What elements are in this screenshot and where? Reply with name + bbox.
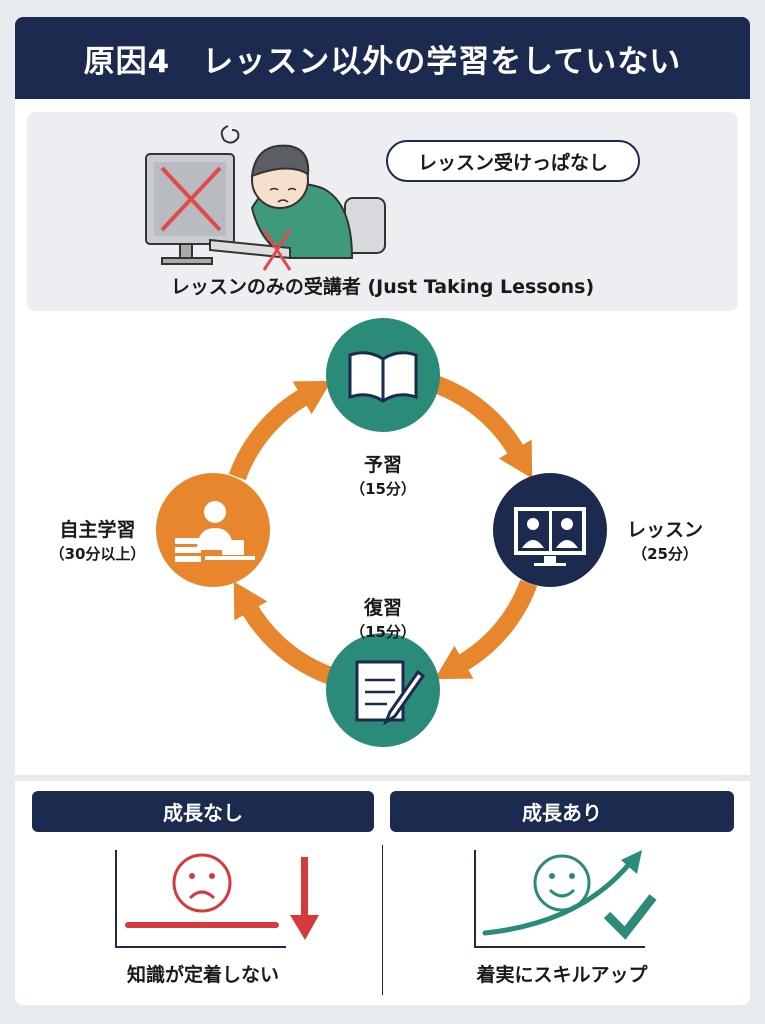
page-title: 原因4 レッスン以外の学習をしていない (15, 17, 750, 99)
frustrated-learner-illustration (145, 125, 386, 271)
divider (382, 845, 383, 995)
smile-face-icon (533, 854, 591, 912)
person (250, 144, 354, 259)
cycle-arrow-4 (228, 380, 332, 481)
cycle-arrow-3 (233, 581, 334, 685)
cycle-arrow-2 (434, 579, 538, 680)
step-review: 復習 （15分） (313, 596, 453, 644)
step-time: （25分） (632, 545, 698, 563)
sad-face-icon (172, 853, 232, 913)
step-preview: 予習 （15分） (313, 453, 453, 501)
step-time: （15分） (350, 480, 416, 498)
person-laptop-books-icon (156, 473, 270, 587)
no-growth-caption: 知識が定着しない (126, 964, 279, 986)
step-lesson: レッスン （25分） (605, 518, 725, 566)
scene-caption: レッスンのみの受講者 (Just Taking Lessons) (170, 276, 595, 298)
no-growth-graphic (115, 850, 319, 948)
monitor-icon (145, 153, 235, 265)
video-call-monitor-icon (493, 473, 607, 587)
step-label: レッスン (626, 519, 703, 541)
step-self-study: 自主学習 （30分以上） (30, 518, 165, 566)
growth-caption: 着実にスキルアップ (476, 964, 648, 986)
notepad-pencil-icon (326, 633, 440, 747)
cycle-arrow-1 (432, 375, 533, 479)
dizzy-swirl-icon (220, 125, 240, 144)
speech-bubble: レッスン受けっぱなし (386, 140, 640, 182)
no-growth-header: 成長なし (32, 791, 374, 832)
step-label: 復習 (363, 597, 402, 619)
step-label: 自主学習 (59, 519, 136, 541)
keyboard-icon (209, 229, 292, 271)
study-cycle-diagram (156, 318, 607, 747)
step-time: （15分） (350, 623, 416, 641)
growth-graphic (474, 850, 657, 948)
step-label: 予習 (363, 454, 402, 476)
growth-header: 成長あり (390, 791, 734, 832)
step-time: （30分以上） (49, 545, 146, 563)
up-trend-arrow (482, 860, 633, 936)
checkmark-icon (603, 894, 657, 940)
open-book-icon (326, 318, 440, 432)
down-arrow-icon (290, 857, 319, 940)
